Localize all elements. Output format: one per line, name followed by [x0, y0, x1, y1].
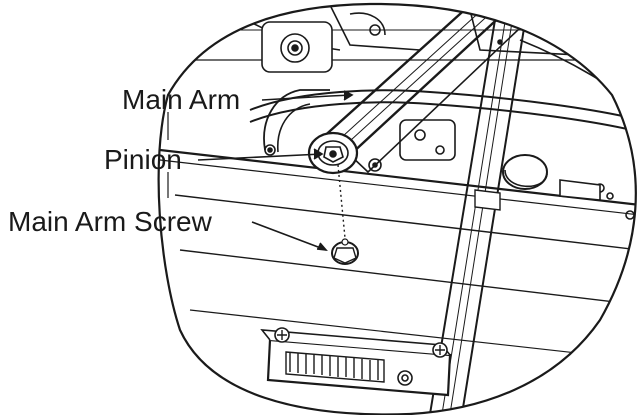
pinion-label: Pinion	[104, 144, 182, 175]
rack-teeth	[289, 352, 379, 380]
inset-boundary	[157, 2, 637, 416]
main-arm-edge-b	[349, 11, 506, 156]
screw-leader	[251, 221, 327, 251]
main-arm-label: Main Arm	[122, 84, 241, 115]
rail-right-edge	[461, 21, 526, 415]
main-arm-edge-a	[319, 4, 471, 141]
main-arm-screw-label: Main Arm Screw	[8, 206, 212, 237]
pinion-leader	[197, 153, 323, 161]
